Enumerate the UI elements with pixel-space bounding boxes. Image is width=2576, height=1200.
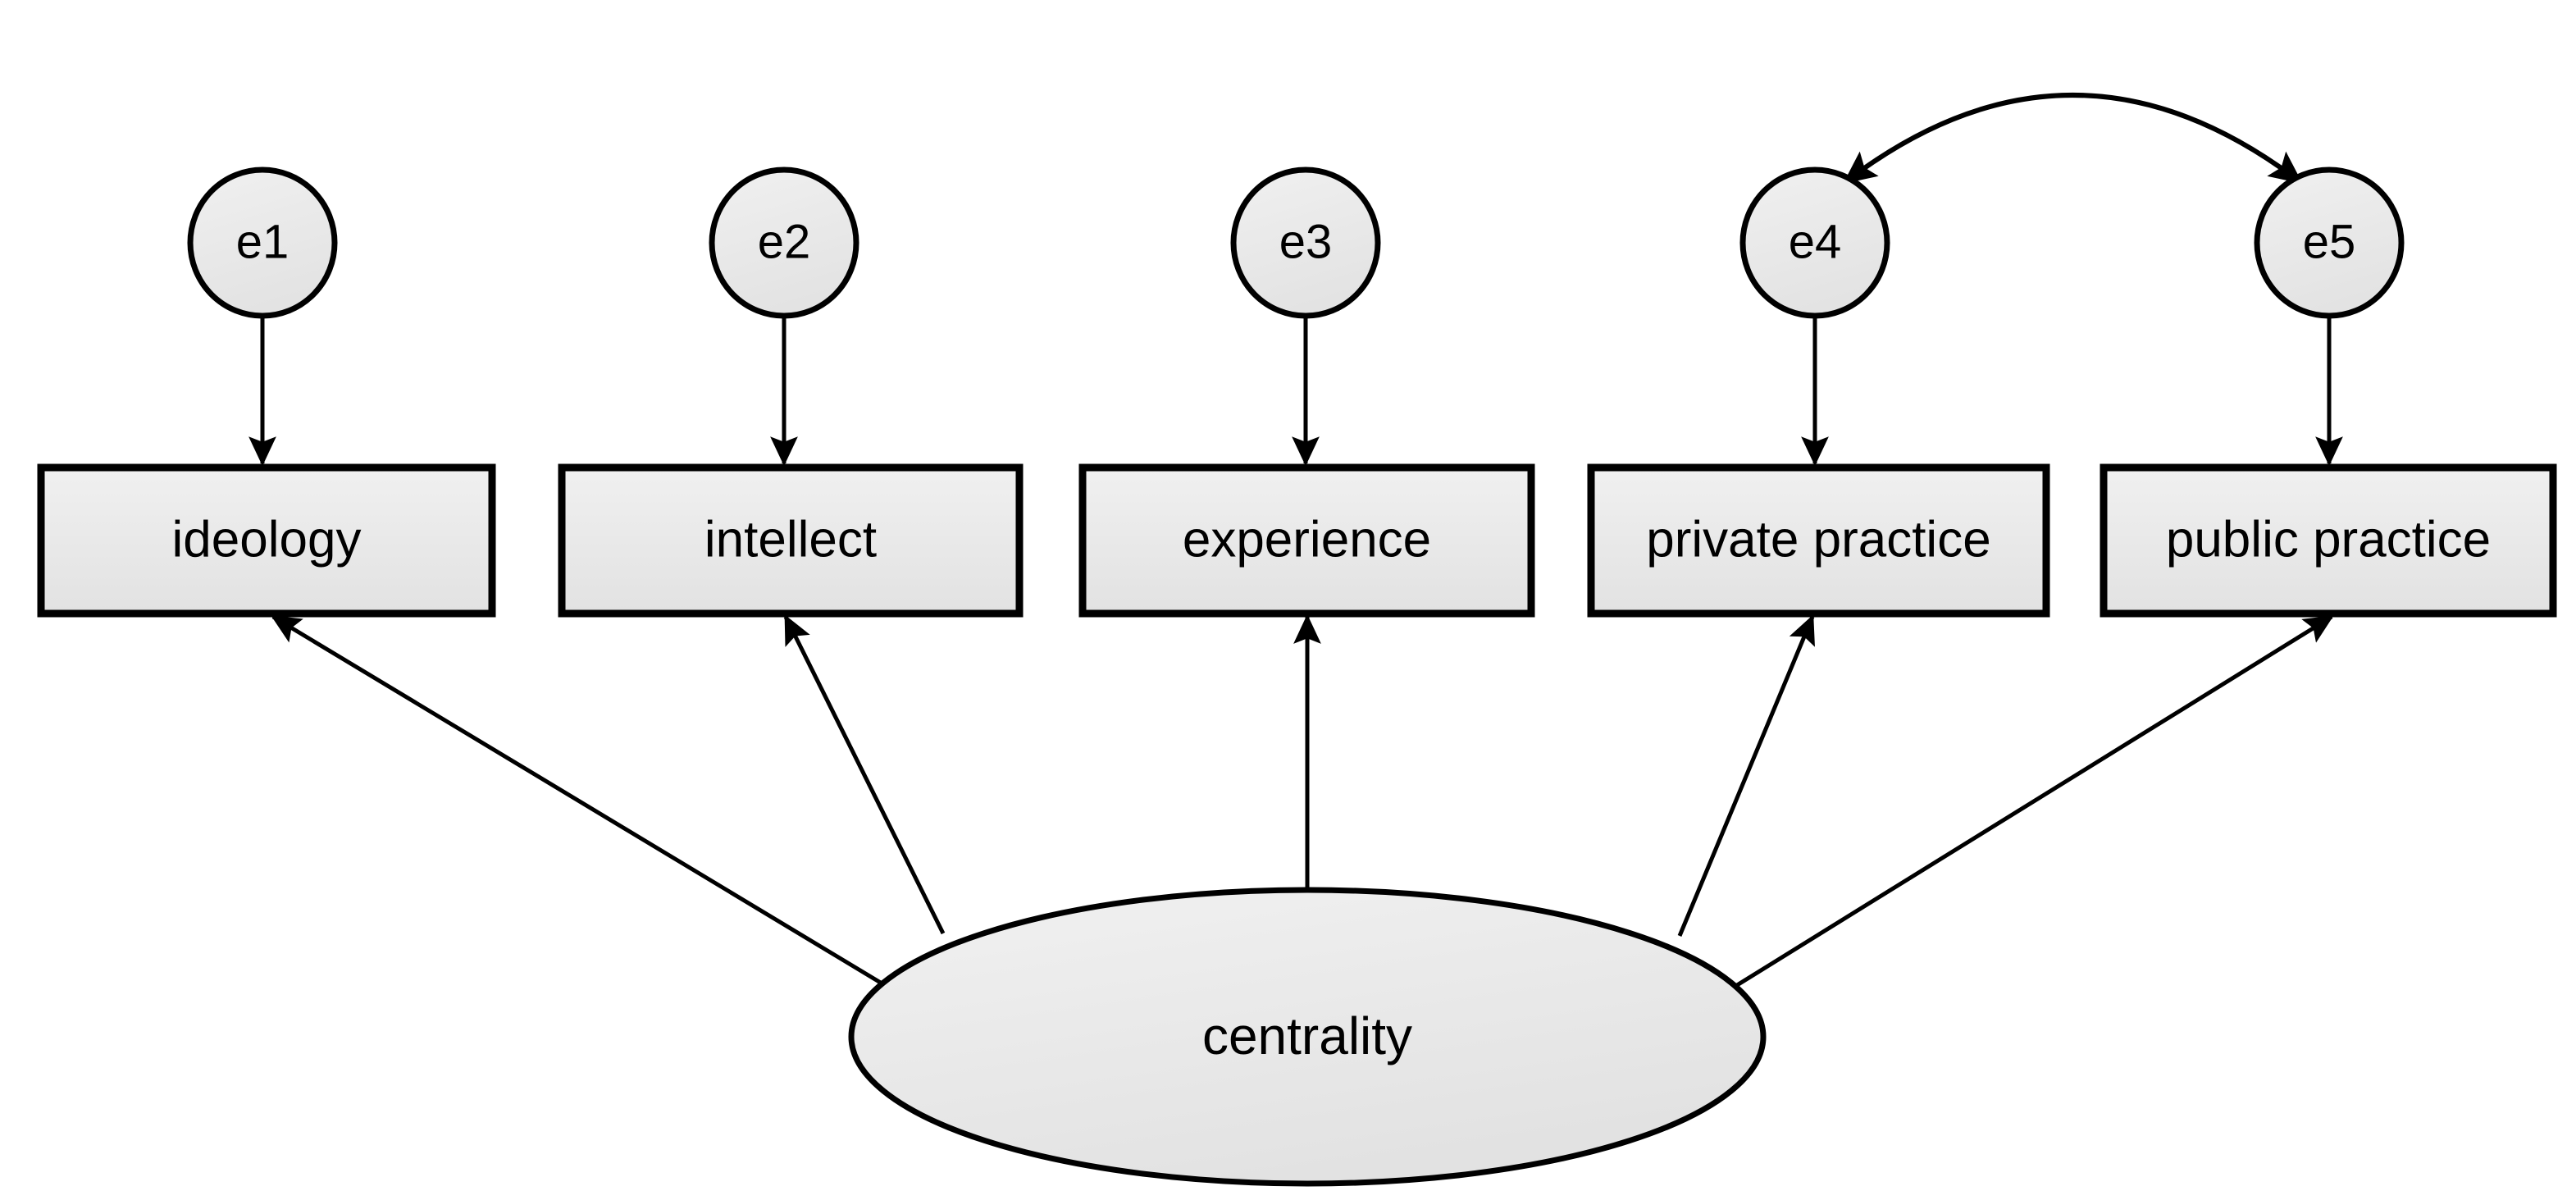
loading-path-centrality-ideology — [271, 614, 889, 989]
loading-paths-group — [271, 614, 2334, 992]
ideology-box[interactable] — [37, 463, 496, 618]
public-practice-label: public practice — [2166, 511, 2491, 568]
e4-circle[interactable] — [1739, 167, 1890, 319]
indicator-node-public-practice[interactable]: public practice — [2100, 463, 2557, 618]
centrality-ellipse[interactable] — [848, 887, 1767, 1187]
centrality-label: centrality — [1202, 1006, 1412, 1065]
loading-path-centrality-intellect — [783, 614, 946, 935]
error-node-e2[interactable]: e2 — [709, 167, 859, 319]
error-paths-group — [248, 316, 2343, 467]
loading-path-centrality-public-practice — [1729, 614, 2334, 992]
indicator-node-intellect[interactable]: intellect — [558, 463, 1024, 618]
e4-label: e4 — [1789, 215, 1842, 268]
indicator-node-ideology[interactable]: ideology — [37, 463, 496, 618]
e5-label: e5 — [2303, 215, 2356, 268]
private-practice-label: private practice — [1646, 511, 1990, 568]
e5-circle[interactable] — [2254, 167, 2405, 319]
indicator-node-private-practice[interactable]: private practice — [1587, 463, 2050, 618]
e2-label: e2 — [758, 215, 811, 268]
latent-node-centrality[interactable]: centrality — [848, 887, 1767, 1187]
intellect-box[interactable] — [558, 463, 1024, 618]
ideology-label: ideology — [172, 511, 362, 568]
intellect-label: intellect — [704, 511, 877, 568]
e1-label: e1 — [236, 215, 290, 268]
e2-circle[interactable] — [709, 167, 859, 319]
covariance-double-arrow — [1843, 93, 2303, 185]
private-practice-box[interactable] — [1587, 463, 2050, 618]
public-practice-box[interactable] — [2100, 463, 2557, 618]
e1-circle[interactable] — [187, 167, 338, 319]
e3-circle[interactable] — [1230, 167, 1381, 319]
e3-label: e3 — [1279, 215, 1333, 268]
error-node-e3[interactable]: e3 — [1230, 167, 1381, 319]
covariance-path-e4-e5 — [1843, 93, 2303, 185]
loading-path-centrality-private-practice — [1677, 614, 1815, 937]
error-node-e1[interactable]: e1 — [187, 167, 338, 319]
experience-box[interactable] — [1078, 463, 1535, 618]
experience-label: experience — [1183, 511, 1431, 568]
error-node-e5[interactable]: e5 — [2254, 167, 2405, 319]
error-node-e4[interactable]: e4 — [1739, 167, 1890, 319]
indicator-node-experience[interactable]: experience — [1078, 463, 1535, 618]
